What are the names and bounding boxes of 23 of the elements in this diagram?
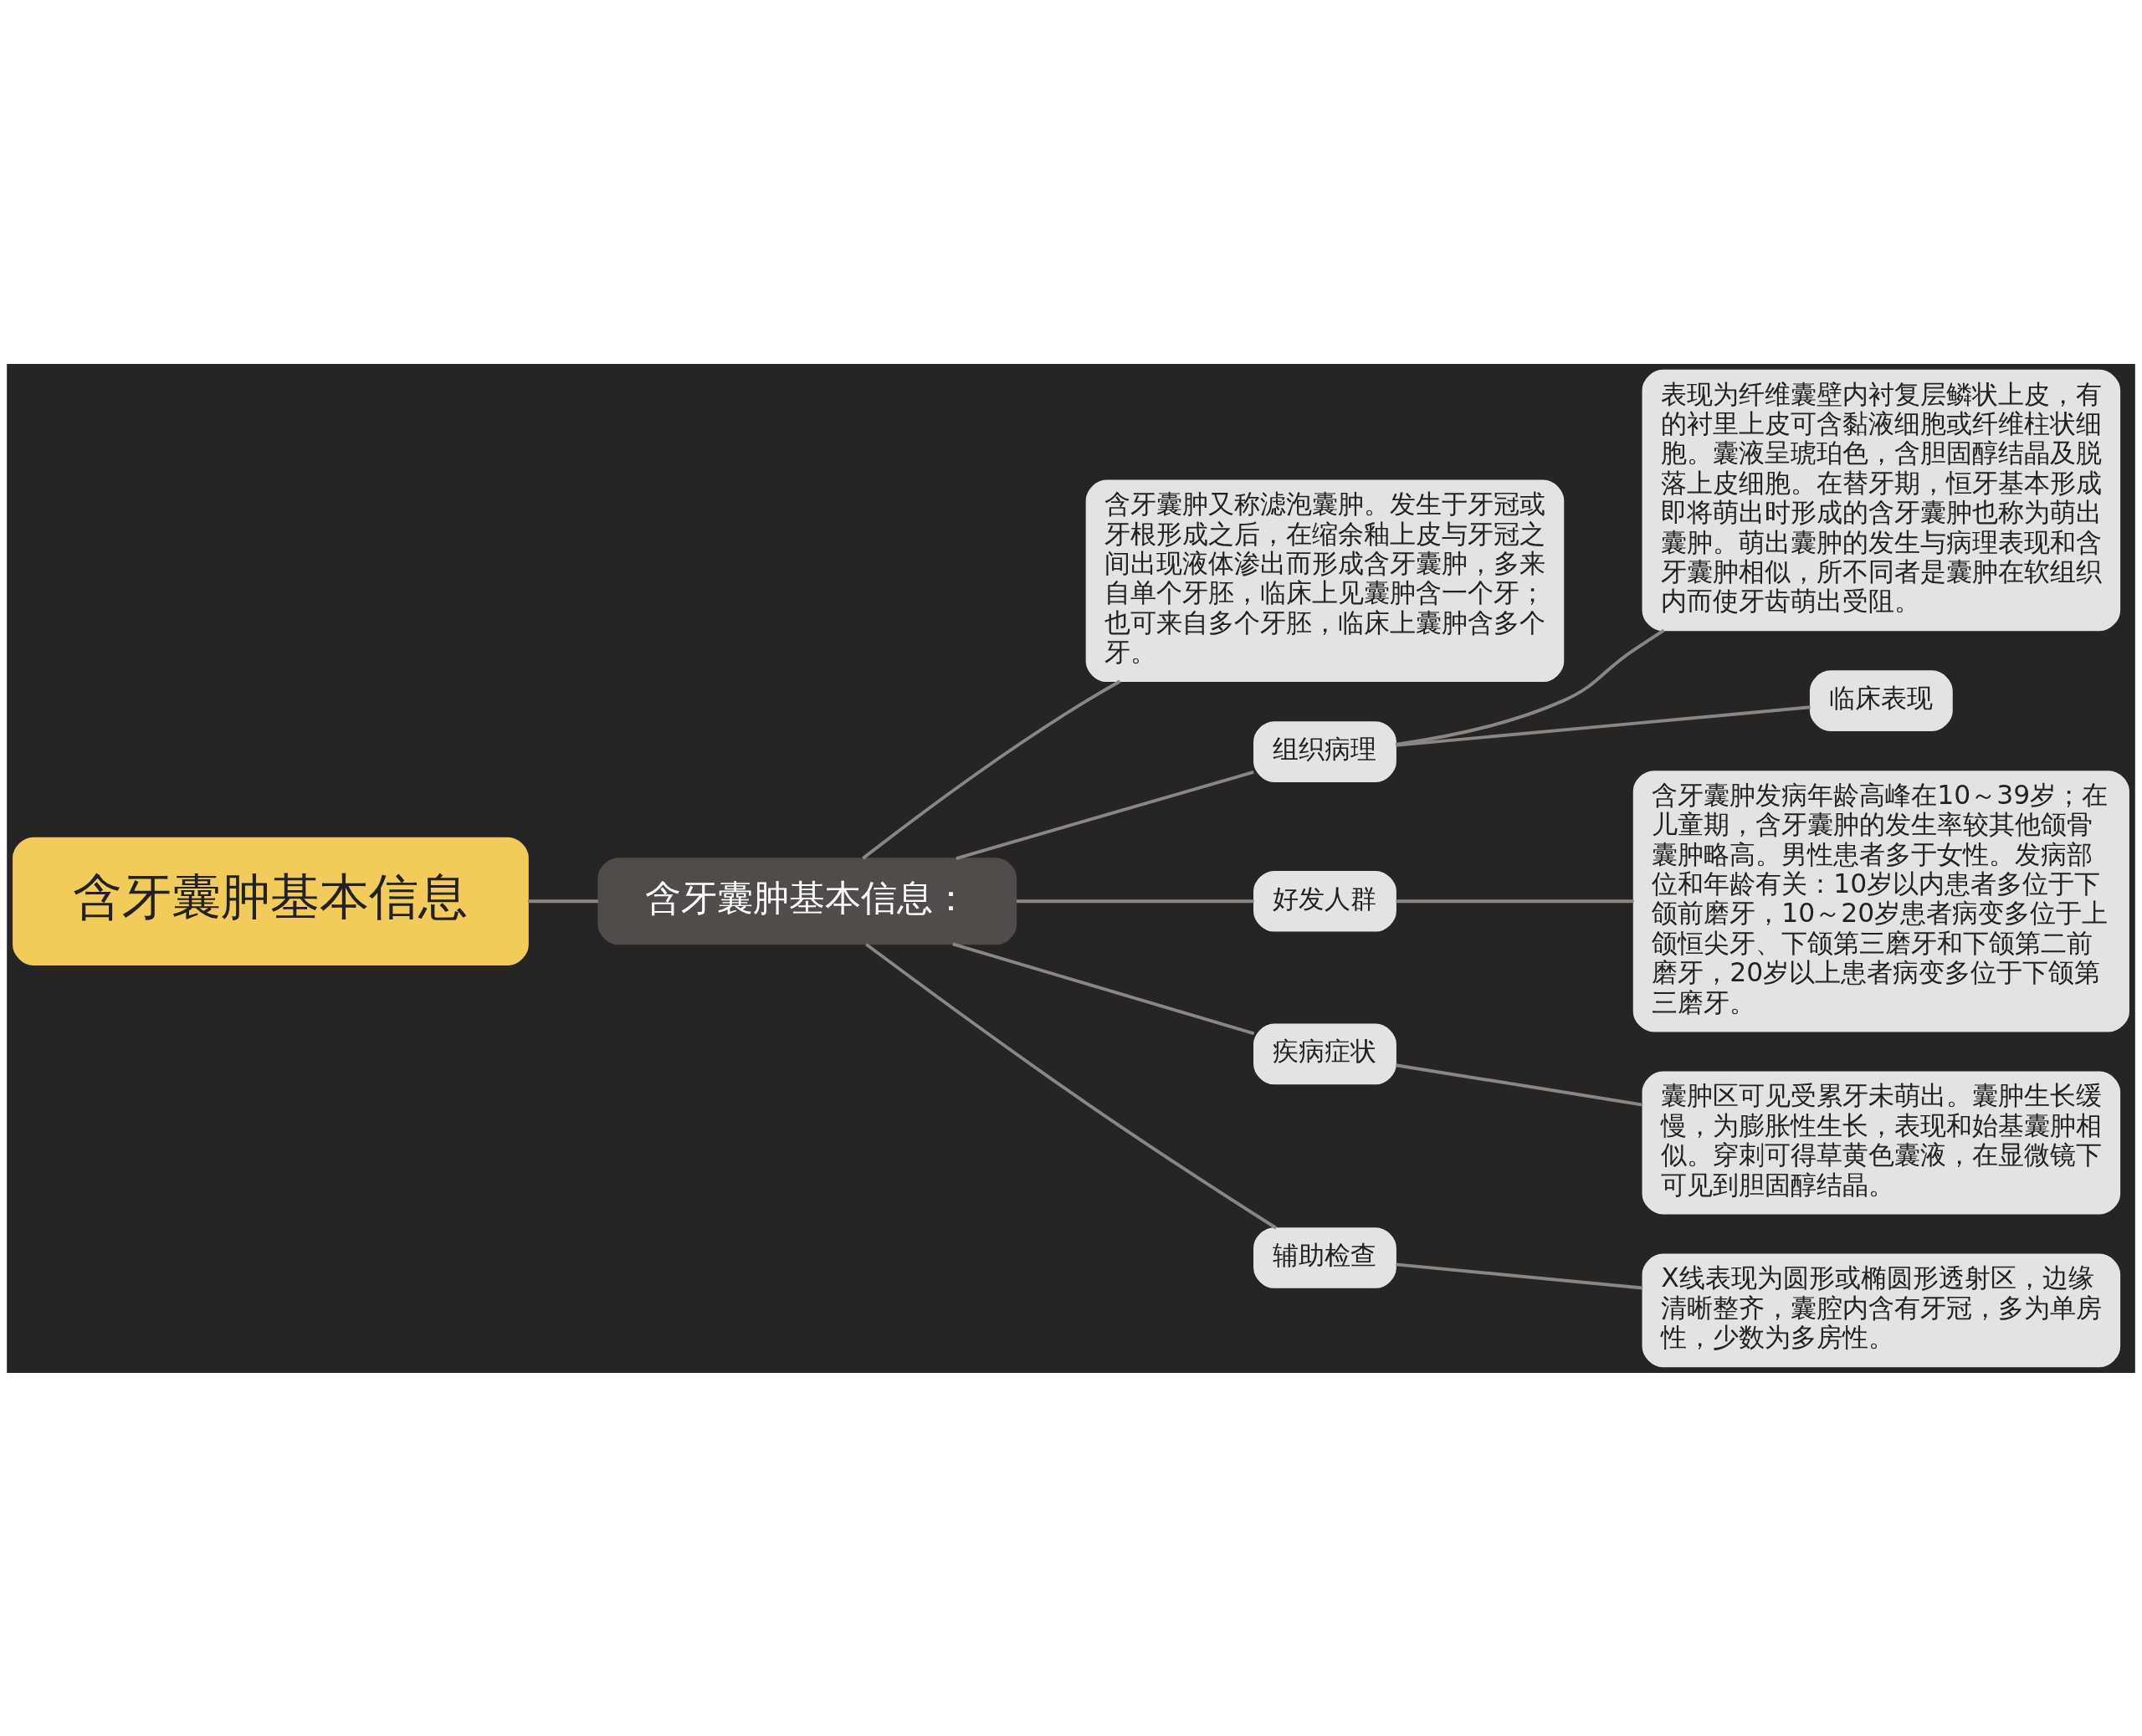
connector	[865, 942, 1278, 1230]
connector	[956, 770, 1254, 860]
node-box: 辅助检查	[1253, 1226, 1396, 1288]
node-box: 含牙囊肿基本信息	[13, 837, 529, 965]
connector	[952, 942, 1255, 1035]
node-box: 临床表现	[1809, 669, 1953, 731]
connector	[1017, 899, 1254, 903]
connector	[1396, 899, 1634, 903]
connector	[1396, 704, 1811, 747]
node-box: 好发人群	[1253, 870, 1396, 932]
connector	[1395, 628, 1665, 746]
node-box: 疾病症状	[1253, 1023, 1396, 1084]
node-box: 含牙囊肿又称滤泡囊肿。发生于牙冠或牙根形成之后，在缩余釉上皮与牙冠之间出现液体渗出而形成含牙囊肿，多来自单个牙胚，临床上见囊肿含一个牙；也可来自多个牙胚，临床上囊肿含多个牙。	[1085, 479, 1565, 682]
node-box: 含牙囊肿基本信息：	[597, 857, 1017, 945]
node-box: 含牙囊肿发病年龄高峰在10～39岁；在儿童期，含牙囊肿的发生率较其他颌骨囊肿略高。男性患者多于女性。发病部位和年龄有关：10岁以内患者多位于下颌前磨牙，10～20岁患者病变多位于上颌恒尖牙、下颌第三磨牙和下颌第二前磨牙，20岁以上患者病变多位于下颌第三磨牙。	[1632, 770, 2129, 1032]
node-box: 组织病理	[1253, 720, 1396, 782]
connector	[1396, 1063, 1643, 1106]
node-box: 囊肿区可见受累牙未萌出。囊肿生长缓慢，为膨胀性生长，表现和始基囊肿相似。穿刺可得草黄色囊液，在显微镜下可见到胆固醇结晶。	[1642, 1071, 2121, 1214]
node-box: X线表现为圆形或椭圆形透射区，边缘清晰整齐，囊腔内含有牙冠，多为单房性，少数为多房性。	[1642, 1253, 2121, 1367]
node-box: 表现为纤维囊壁内衬复层鳞状上皮，有的衬里上皮可含黏液细胞或纤维柱状细胞。囊液呈琥珀色，含胆固醇结晶及脱落上皮细胞。在替牙期，恒牙基本形成即将萌出时形成的含牙囊肿也称为萌出囊肿。萌出囊肿的发生与病理表现和含牙囊肿相似，所不同者是囊肿在软组织内而使牙齿萌出受阻。	[1642, 369, 2121, 631]
connector	[1396, 1262, 1643, 1289]
connector	[528, 899, 598, 903]
connector	[862, 679, 1121, 859]
